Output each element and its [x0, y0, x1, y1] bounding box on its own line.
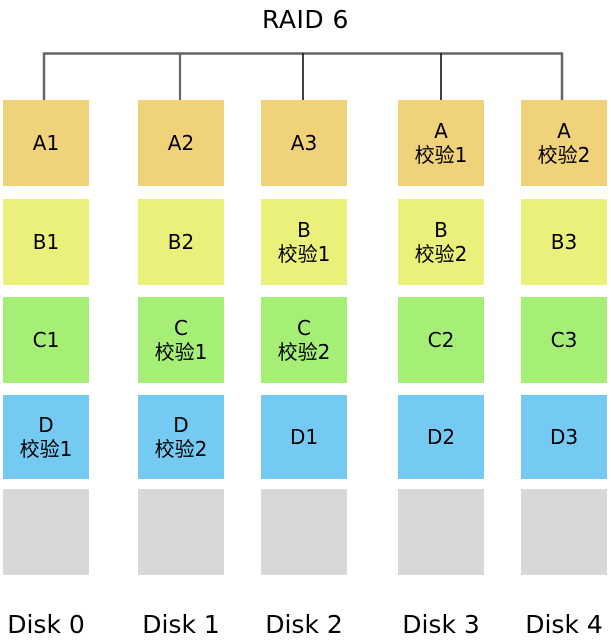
block-disk3-stripe-d[interactable]: D2 [398, 395, 484, 479]
block-line1: D [173, 413, 189, 437]
disk-column-3[interactable]: A 校验1 B 校验2 C2 D2 Disk 3 [398, 0, 484, 644]
block-disk3-stripe-a[interactable]: A 校验1 [398, 100, 484, 186]
block-line1: D1 [289, 425, 319, 449]
block-disk1-stripe-d[interactable]: D 校验2 [138, 395, 224, 479]
disk-label-4: Disk 4 [525, 610, 603, 639]
block-line2: 校验2 [277, 340, 331, 364]
block-line1: C1 [32, 328, 60, 352]
block-disk1-stripe-a[interactable]: A2 [138, 100, 224, 186]
block-disk0-stripe-a[interactable]: A1 [3, 100, 89, 186]
block-disk4-stripe-c[interactable]: C3 [521, 297, 607, 383]
block-line2: 校验1 [19, 437, 73, 461]
disk-column-4[interactable]: A 校验2 B3 C3 D3 Disk 4 [521, 0, 607, 644]
block-disk1-stripe-c[interactable]: C 校验1 [138, 297, 224, 383]
block-disk2-free-space[interactable] [261, 489, 347, 575]
block-disk0-stripe-d[interactable]: D 校验1 [3, 395, 89, 479]
block-line2: 校验2 [414, 242, 468, 266]
block-line1: D [38, 413, 54, 437]
disk-label-3: Disk 3 [402, 610, 480, 639]
block-line2: 校验2 [154, 437, 208, 461]
block-line1: A [557, 119, 571, 143]
block-disk4-stripe-b[interactable]: B3 [521, 199, 607, 285]
block-line1: C [297, 316, 311, 340]
block-disk3-free-space[interactable] [398, 489, 484, 575]
block-line1: A2 [167, 131, 195, 155]
block-disk2-stripe-a[interactable]: A3 [261, 100, 347, 186]
block-disk2-stripe-d[interactable]: D1 [261, 395, 347, 479]
disk-column-0[interactable]: A1 B1 C1 D 校验1 Disk 0 [3, 0, 89, 644]
block-line1: A [434, 119, 448, 143]
block-line2: 校验1 [277, 242, 331, 266]
block-disk3-stripe-c[interactable]: C2 [398, 297, 484, 383]
block-line1: B2 [167, 230, 195, 254]
block-disk1-stripe-b[interactable]: B2 [138, 199, 224, 285]
block-disk0-stripe-c[interactable]: C1 [3, 297, 89, 383]
block-line1: C2 [427, 328, 455, 352]
block-disk2-stripe-c[interactable]: C 校验2 [261, 297, 347, 383]
disk-label-0: Disk 0 [7, 610, 85, 639]
block-line1: B1 [32, 230, 60, 254]
block-line1: C3 [550, 328, 578, 352]
block-line1: D2 [426, 425, 456, 449]
block-disk2-stripe-b[interactable]: B 校验1 [261, 199, 347, 285]
block-line2: 校验2 [537, 143, 591, 167]
disk-column-1[interactable]: A2 B2 C 校验1 D 校验2 Disk 1 [138, 0, 224, 644]
block-line1: B [434, 218, 448, 242]
block-line1: A1 [32, 131, 60, 155]
block-line1: A3 [290, 131, 318, 155]
block-disk1-free-space[interactable] [138, 489, 224, 575]
block-disk4-stripe-a[interactable]: A 校验2 [521, 100, 607, 186]
block-disk3-stripe-b[interactable]: B 校验2 [398, 199, 484, 285]
disk-label-2: Disk 2 [265, 610, 343, 639]
block-line2: 校验1 [414, 143, 468, 167]
block-disk4-stripe-d[interactable]: D3 [521, 395, 607, 479]
block-disk4-free-space[interactable] [521, 489, 607, 575]
block-line1: B3 [550, 230, 578, 254]
block-disk0-stripe-b[interactable]: B1 [3, 199, 89, 285]
block-line2: 校验1 [154, 340, 208, 364]
block-line1: B [297, 218, 311, 242]
disk-label-1: Disk 1 [142, 610, 220, 639]
block-line1: D3 [549, 425, 579, 449]
disk-column-2[interactable]: A3 B 校验1 C 校验2 D1 Disk 2 [261, 0, 347, 644]
diagram-title: RAID 6 [262, 5, 349, 34]
block-line1: C [174, 316, 188, 340]
controller-bus-connector [42, 52, 564, 101]
block-disk0-free-space[interactable] [3, 489, 89, 575]
